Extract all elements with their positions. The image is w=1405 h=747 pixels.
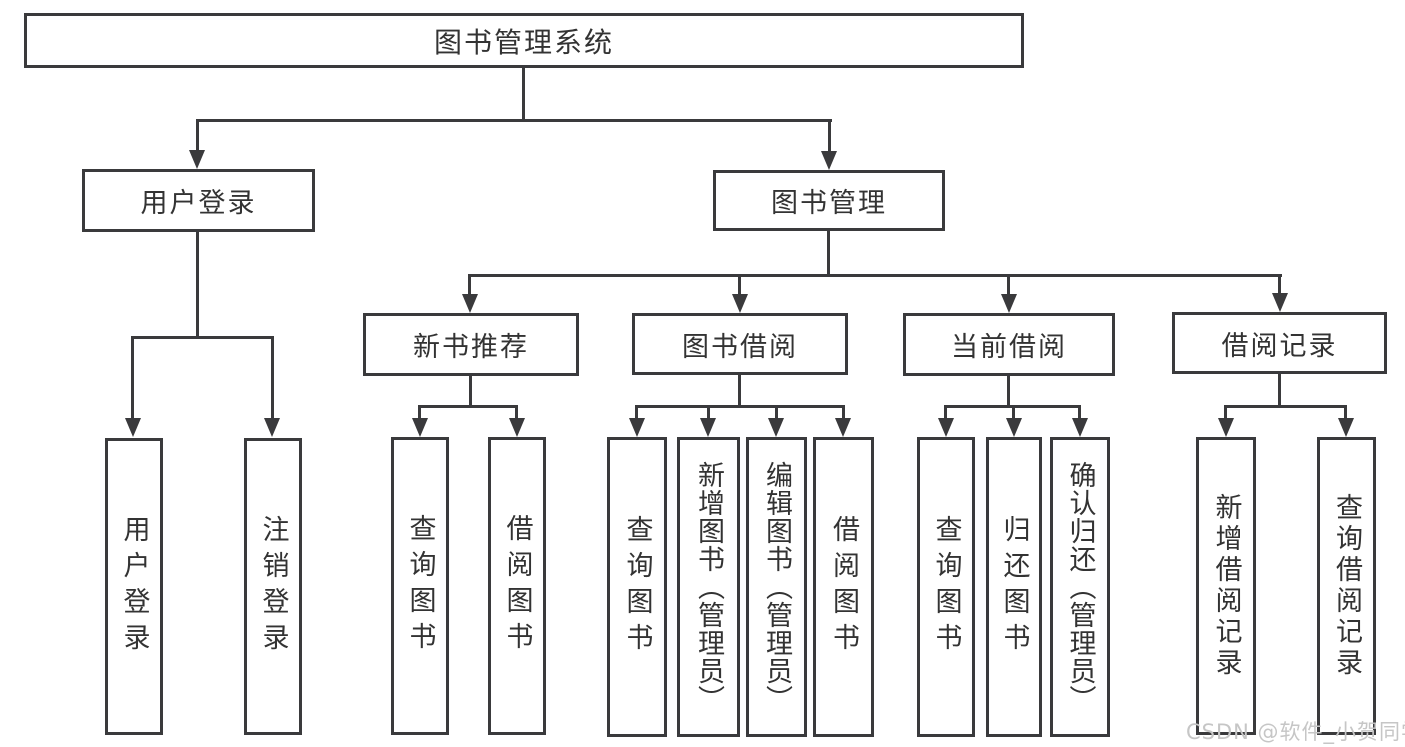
node-new-book-recommend: 新书推荐 [363,313,579,376]
connector-vline [775,405,778,421]
connector-vline [842,405,845,421]
leaf-label: 新增借阅记录 [1210,493,1242,679]
connector-vline [827,231,830,275]
connector-vline [515,405,518,421]
node-label: 用户登录 [140,188,257,219]
connector-hline [469,274,1282,277]
node-label: 借阅记录 [1221,330,1338,362]
watermark-text: CSDN @软件_小贺同学 [1186,720,1405,744]
connector-vline [1007,274,1010,298]
node-root-label: 图书管理系统 [433,25,614,59]
node-label: 图书借阅 [682,331,798,363]
leaf-label: 查询图书 [404,514,436,658]
leaf-query-books-recommend: 查询图书 [391,437,449,735]
connector-vline [196,119,199,153]
connector-vline [635,405,638,421]
arrow-down-icon [1338,418,1354,437]
connector-vline [522,68,525,120]
leaf-label: 查询图书 [621,515,653,659]
node-book-borrow: 图书借阅 [632,313,848,375]
connector-vline [1007,376,1010,407]
connector-vline [1278,274,1281,298]
connector-vline [1224,405,1227,421]
connector-vline [468,274,471,298]
leaf-label: 查询借阅记录 [1331,493,1362,679]
leaf-label: 新增图书（管理员） [693,461,724,713]
leaf-label: 用户登录 [118,514,150,659]
arrow-down-icon [768,418,784,437]
leaf-label: 归还图书 [998,515,1030,659]
arrow-down-icon [125,418,141,437]
arrow-down-icon [264,418,280,437]
leaf-add-book-admin: 新增图书（管理员） [677,437,740,737]
arrow-down-icon [938,418,954,437]
node-current-borrow: 当前借阅 [903,313,1115,376]
leaf-borrow-books-recommend: 借阅图书 [488,437,546,735]
node-label: 当前借阅 [951,332,1067,363]
connector-vline [271,336,274,420]
connector-vline [1078,405,1081,421]
arrow-down-icon [1001,294,1017,313]
arrow-down-icon [835,418,851,437]
connector-vline [469,376,472,407]
connector-vline [738,274,741,298]
node-user-login: 用户登录 [82,169,315,232]
leaf-label: 借阅图书 [828,515,859,659]
node-borrow-records: 借阅记录 [1172,312,1387,374]
connector-hline [419,405,518,408]
arrow-down-icon [509,418,525,437]
connector-vline [418,405,421,421]
connector-vline [1344,405,1347,421]
leaf-label: 注销登录 [257,514,289,659]
leaf-label: 查询图书 [930,515,962,659]
arrow-down-icon [629,418,645,437]
leaf-query-books-borrow: 查询图书 [607,437,667,737]
connector-hline [132,336,274,339]
leaf-borrow-books: 借阅图书 [813,437,874,737]
arrow-down-icon [189,150,205,169]
arrow-down-icon [732,294,748,313]
connector-vline [1012,405,1015,421]
node-book-management: 图书管理 [713,170,945,231]
arrow-down-icon [1072,418,1088,437]
connector-hline [1225,405,1347,408]
leaf-return-book: 归还图书 [986,437,1042,737]
leaf-confirm-return-admin: 确认归还（管理员） [1050,437,1110,737]
leaf-logout: 注销登录 [244,438,302,735]
leaf-edit-book-admin: 编辑图书（管理员） [746,437,807,737]
arrow-down-icon [1006,418,1022,437]
leaf-label: 确认归还（管理员） [1064,461,1096,713]
node-label: 图书管理 [771,188,887,219]
leaf-query-books-current: 查询图书 [917,437,975,737]
node-root-system: 图书管理系统 [24,13,1024,68]
connector-vline [1278,374,1281,407]
leaf-label: 编辑图书（管理员） [761,461,792,713]
leaf-add-borrow-record: 新增借阅记录 [1196,437,1256,735]
leaf-user-login: 用户登录 [105,438,163,735]
connector-hline [197,119,832,122]
connector-vline [131,336,134,420]
leaf-query-borrow-record: 查询借阅记录 [1317,437,1376,735]
arrow-down-icon [462,294,478,313]
connector-vline [196,232,199,336]
leaf-label: 借阅图书 [501,514,533,658]
node-label: 新书推荐 [413,332,529,363]
connector-vline [944,405,947,421]
arrow-down-icon [412,418,428,437]
connector-vline [707,405,710,421]
connector-vline [738,375,741,407]
arrow-down-icon [1218,418,1234,437]
arrow-down-icon [821,151,837,170]
connector-hline [636,405,844,408]
arrow-down-icon [700,418,716,437]
arrow-down-icon [1272,293,1288,312]
connector-vline [828,119,831,153]
